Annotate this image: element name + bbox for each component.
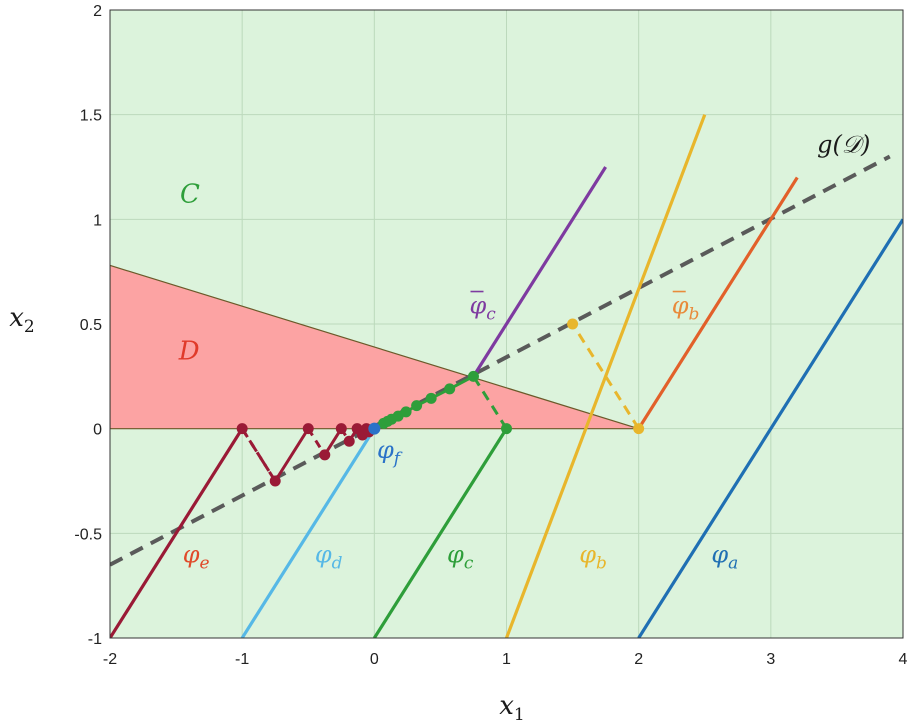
- line-phi-d: [240, 427, 376, 638]
- x-tick-label: 4: [899, 651, 908, 668]
- x-tick-label: 0: [370, 651, 379, 668]
- label-phi-f: φf: [377, 436, 403, 469]
- label-phi-b-bar: φb: [672, 292, 700, 325]
- dashed-link-phi-c: [472, 375, 508, 430]
- marker-phi-c: [411, 400, 423, 412]
- y-tick-label: -0.5: [74, 526, 102, 543]
- line-phi-b: [505, 114, 707, 638]
- marker-phi-b: [633, 423, 645, 435]
- label-phi-c: φc: [447, 541, 474, 574]
- dashed-link-phi-e: [240, 427, 277, 482]
- line-phi-c: [372, 427, 508, 638]
- y-axis-label: x2: [9, 303, 35, 337]
- phi-e-path-segment: [240, 427, 277, 482]
- plot-area: C Dg(𝒟) φc φb φf φe φd φc φb φa: [109, 9, 904, 639]
- marker-phi-e: [343, 435, 355, 447]
- label-C: C: [180, 180, 200, 210]
- label-g: g(𝒟): [817, 130, 870, 158]
- marker-phi-e: [269, 475, 281, 487]
- marker-phi-e: [236, 423, 248, 435]
- y-tick-label: 2: [93, 3, 102, 20]
- line-phi-b-bar: [637, 176, 799, 430]
- x-axis-ticks: -2 -1 0 1 2 3 4: [103, 651, 908, 668]
- marker-phi-c: [467, 370, 479, 382]
- x-axis-label: x1: [499, 691, 525, 725]
- annotations: C Dg(𝒟) φc φb φf φe φd φc φb φa: [178, 130, 871, 573]
- marker-phi-f: [368, 422, 381, 435]
- label-phi-a: φa: [711, 541, 738, 574]
- line-phi-a: [637, 218, 903, 638]
- line-phi-e: [110, 427, 244, 638]
- x-tick-label: 3: [766, 651, 775, 668]
- g-d-line: [110, 154, 891, 567]
- label-phi-b: φb: [579, 541, 607, 574]
- label-phi-e: φe: [183, 541, 210, 574]
- plot-content: [110, 114, 903, 638]
- marker-phi-c: [444, 383, 456, 395]
- marker-phi-c: [425, 392, 437, 404]
- marker-phi-c: [501, 423, 512, 435]
- y-axis-ticks: -1 -0.5 0 0.5 1 1.5 2: [74, 3, 102, 648]
- line-phi-c-bar: [472, 166, 607, 378]
- marker-phi-e: [319, 449, 331, 461]
- dashed-link-phi-b: [571, 323, 640, 430]
- y-tick-label: 1: [93, 212, 102, 229]
- label-D: D: [178, 337, 200, 367]
- x-tick-label: 1: [502, 651, 511, 668]
- marker-phi-e: [302, 423, 314, 435]
- marker-phi-e: [335, 423, 347, 435]
- x-tick-label: 2: [634, 651, 643, 668]
- plot-frame: [109, 9, 904, 639]
- y-tick-label: 0: [93, 422, 102, 439]
- y-tick-label: 0.5: [80, 317, 102, 334]
- phi-e-path-segment: [273, 427, 310, 482]
- y-tick-label: 1.5: [80, 108, 102, 125]
- marker-phi-c: [378, 417, 390, 429]
- label-phi-d: φd: [315, 541, 343, 574]
- marker-phi-b: [567, 318, 579, 330]
- x-tick-label: -1: [235, 651, 249, 668]
- label-phi-c-bar: φc: [469, 292, 496, 325]
- y-tick-label: -1: [88, 631, 102, 648]
- x-tick-label: -2: [103, 651, 117, 668]
